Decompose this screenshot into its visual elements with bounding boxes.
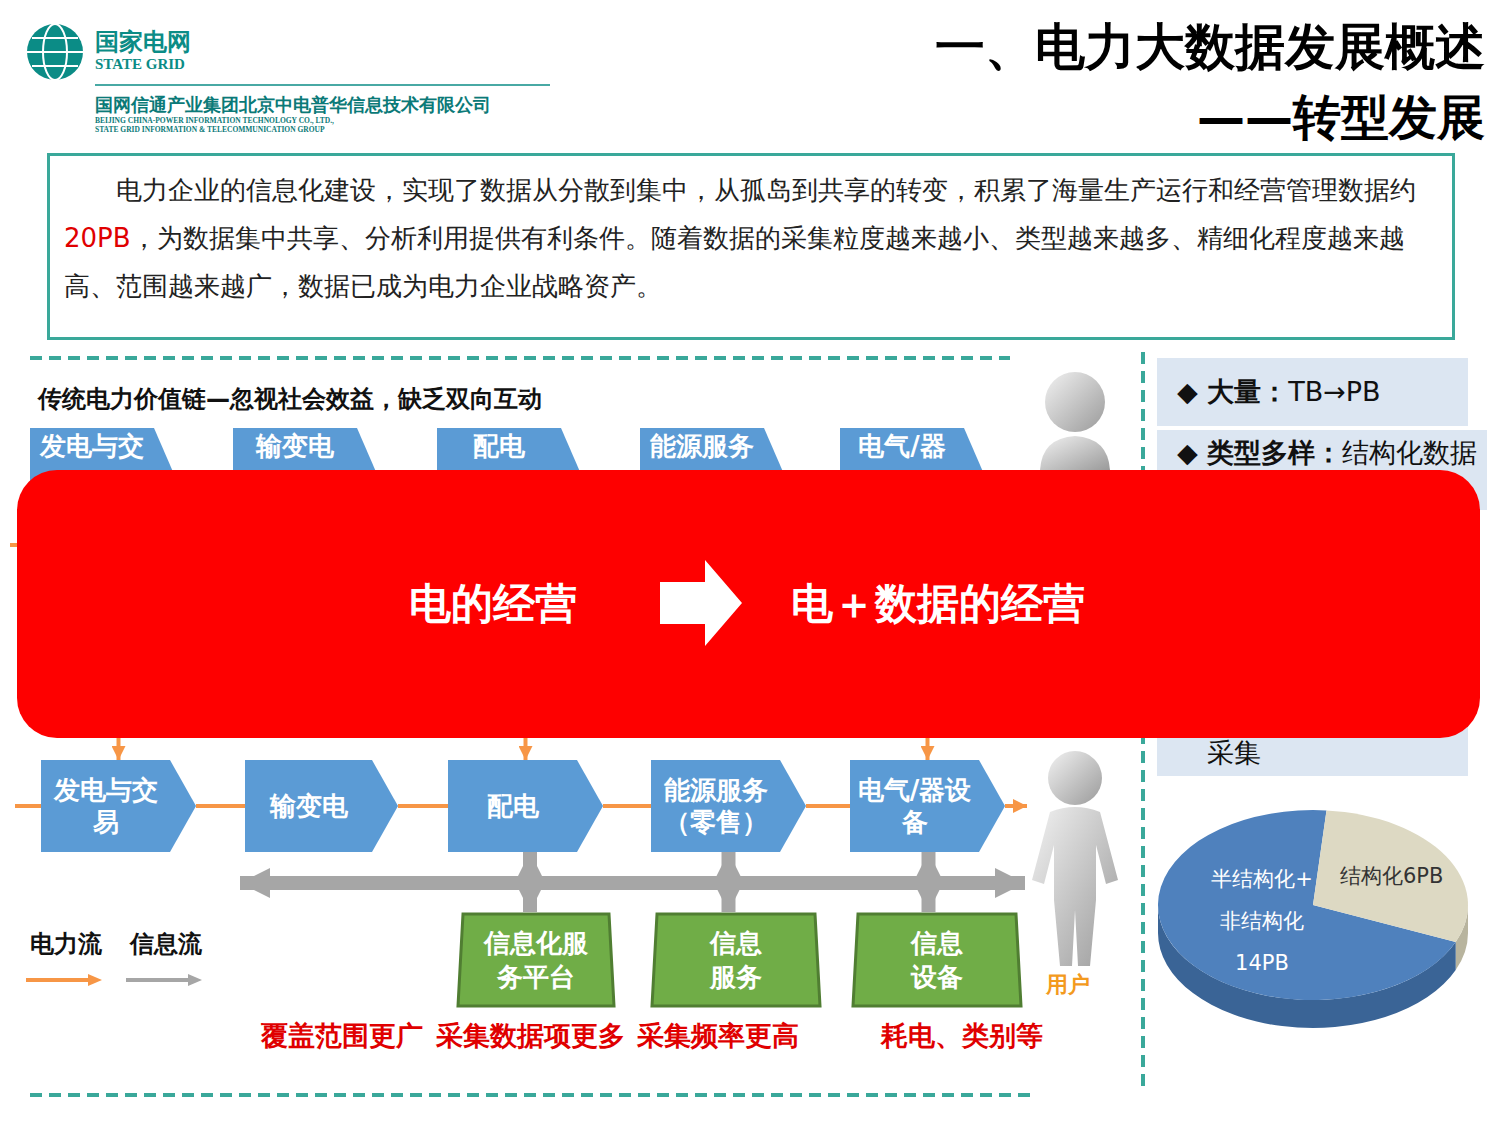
pie-label: 结构化6PB bbox=[1340, 862, 1443, 890]
chevron-shape bbox=[41, 760, 196, 852]
trapezoid-shape bbox=[651, 912, 821, 1007]
info-flow-legend: 信息流 bbox=[130, 928, 202, 960]
chevron-shape bbox=[651, 760, 806, 852]
info-flow-arrow bbox=[523, 852, 537, 912]
user-figure bbox=[1040, 372, 1110, 470]
company-name-en: BEIJING CHINA-POWER INFORMATION TECHNOLO… bbox=[95, 116, 334, 125]
transform-arrow bbox=[660, 560, 742, 646]
box-content: 电力企业的信息化建设，实现了数据从分散到集中，从孤岛到共享的转变，积累了海量生产… bbox=[50, 156, 1452, 320]
section-heading: 传统电力价值链—忽视社会效益，缺乏双向互动 bbox=[38, 383, 542, 415]
box-text: ，为数据集中共享、分析利用提供有利条件。随着数据的采集粒度越来越小、类型越来越多… bbox=[64, 223, 1405, 301]
power-flow-line bbox=[1005, 804, 1027, 808]
power-flow-arrow bbox=[806, 804, 850, 808]
info-flow-arrow bbox=[922, 852, 936, 912]
legend-sample bbox=[126, 972, 204, 988]
box-text: 电气/器 bbox=[858, 430, 946, 462]
box-text: 采集 bbox=[1207, 737, 1261, 768]
brand-name-en: STATE GRID bbox=[95, 56, 185, 73]
info-platform: 信息化服务平台 bbox=[457, 912, 615, 1007]
company-name: 国网信通产业集团北京中电普华信息技术有限公司 bbox=[95, 93, 491, 117]
power-flow-arrow bbox=[603, 804, 651, 808]
box-content: 电的经营 电＋数据的经营 bbox=[17, 470, 1480, 738]
box-text: 信息化服务平台 bbox=[480, 926, 592, 994]
box-text: 电的经营 bbox=[409, 576, 577, 632]
value-chain-step: 配电 bbox=[448, 760, 603, 852]
box-content: 电气/器设备 bbox=[850, 760, 979, 852]
power-flow-arrow bbox=[398, 804, 448, 808]
box-text: 发电与交 bbox=[40, 430, 144, 462]
box-content: 发电与交易 bbox=[41, 760, 170, 852]
box-text: 输变电 bbox=[256, 430, 334, 462]
box-content: 输变电 bbox=[245, 760, 372, 852]
box-content: 信息服务 bbox=[651, 912, 821, 1007]
slide-title: 一、电力大数据发展概述 bbox=[935, 14, 1485, 81]
red-note: 采集频率更高 bbox=[637, 1018, 799, 1054]
box-text: 电＋数据的经营 bbox=[791, 576, 1085, 632]
box-text: TB→PB bbox=[1288, 375, 1380, 409]
intro-text-box: 电力企业的信息化建设，实现了数据从分散到集中，从孤岛到共享的转变，积累了海量生产… bbox=[47, 153, 1455, 340]
trapezoid-shape bbox=[457, 912, 615, 1007]
power-flow-arrow bbox=[196, 804, 245, 808]
company-name-en: STATE GRID INFORMATION & TELECOMMUNICATI… bbox=[95, 125, 325, 134]
value-chain-step: 能源服务（零售） bbox=[651, 760, 806, 852]
value-chain-step: 发电与交易 bbox=[41, 760, 196, 852]
red-note: 覆盖范围更广 bbox=[261, 1018, 423, 1054]
box-text: 能源服务 bbox=[650, 430, 754, 462]
info-flow-arrow bbox=[722, 852, 736, 912]
transformation-banner: 电的经营 电＋数据的经营 bbox=[17, 470, 1480, 738]
user-label: 用户 bbox=[1046, 970, 1090, 1000]
box-text: 信息设备 bbox=[907, 926, 967, 994]
box-text: 输变电 bbox=[270, 790, 348, 822]
info-service: 信息服务 bbox=[651, 912, 821, 1007]
chevron-shape bbox=[850, 760, 1005, 852]
box-content: 配电 bbox=[448, 760, 577, 852]
legend-text: 信息流 bbox=[130, 928, 202, 960]
info-device: 信息设备 bbox=[852, 912, 1022, 1007]
power-flow-arrow bbox=[117, 738, 121, 760]
power-flow-line bbox=[15, 804, 41, 808]
box-text: 电气/器设备 bbox=[854, 774, 975, 838]
pie-label: 半结构化+ 非结构化 14PB bbox=[1203, 858, 1321, 984]
brand-name: 国家电网 bbox=[95, 26, 191, 58]
power-flow-arrow bbox=[926, 738, 930, 760]
box-text: 20PB bbox=[64, 223, 131, 253]
box-text: 配电 bbox=[487, 790, 539, 822]
pie-chart bbox=[1158, 810, 1468, 1028]
value-chain-step: 电气/器设备 bbox=[850, 760, 1005, 852]
box-content: ◆ 大量：TB→PB bbox=[1157, 358, 1468, 426]
box-text: ◆ 类型多样： bbox=[1177, 437, 1342, 468]
box-content: ◆ 类型多样：结构化数据 bbox=[1157, 430, 1487, 470]
box-text: 电力企业的信息化建设，实现了数据从分散到集中，从孤岛到共享的转变，积累了海量生产… bbox=[116, 175, 1416, 205]
power-flow-arrow bbox=[524, 738, 528, 760]
user-figure bbox=[1032, 751, 1118, 966]
info-flow-bus bbox=[240, 876, 1025, 890]
box-content: 信息化服务平台 bbox=[457, 912, 615, 1007]
logo bbox=[27, 24, 83, 80]
red-note: 采集数据项更多 bbox=[436, 1018, 625, 1054]
header-rule bbox=[95, 84, 550, 86]
legend-text: 电力流 bbox=[30, 928, 102, 960]
value-chain-step: 输变电 bbox=[245, 760, 398, 852]
box-text: 发电与交易 bbox=[45, 774, 166, 838]
red-note: 耗电、类别等 bbox=[881, 1018, 1043, 1054]
box-text: 配电 bbox=[473, 430, 525, 462]
power-flow-legend: 电力流 bbox=[30, 928, 102, 960]
slide-subtitle: ——转型发展 bbox=[1197, 86, 1485, 150]
legend-sample bbox=[26, 972, 104, 988]
trapezoid-shape bbox=[852, 912, 1022, 1007]
box-text: ◆ 大量： bbox=[1177, 375, 1288, 409]
box-text: 能源服务（零售） bbox=[655, 774, 776, 838]
box-content: 信息设备 bbox=[852, 912, 1022, 1007]
box-text: 信息服务 bbox=[706, 926, 766, 994]
box-text: 结构化数据 bbox=[1342, 437, 1477, 468]
feature-box: ◆ 大量：TB→PB bbox=[1157, 358, 1468, 426]
box-content: 能源服务（零售） bbox=[651, 760, 780, 852]
